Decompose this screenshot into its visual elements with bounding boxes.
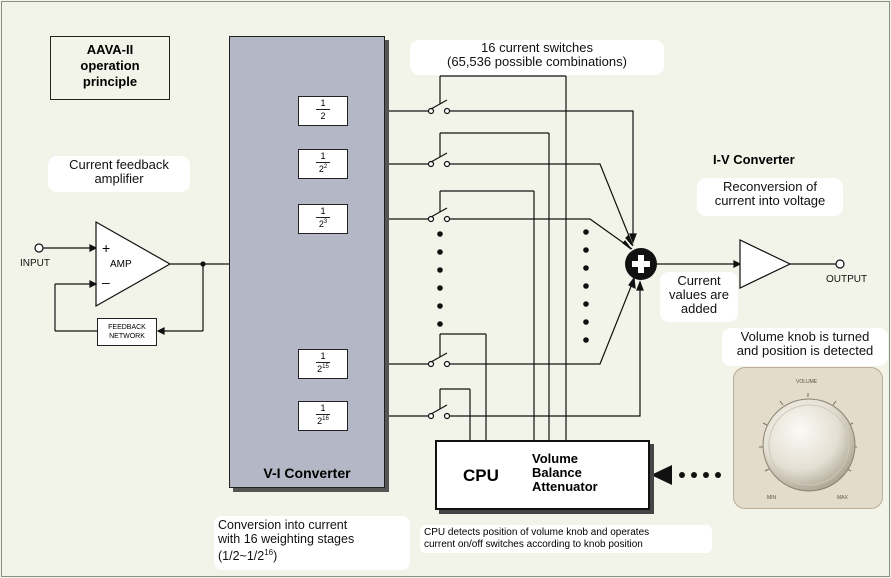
switches-line: (65,536 possible combinations) xyxy=(447,54,627,69)
iv-desc-line: current into voltage xyxy=(714,193,826,208)
cpu-note: CPU detects position of volume knob and … xyxy=(420,525,712,553)
knob-caption-line: and position is detected xyxy=(736,343,874,358)
knob-min-label: MIN xyxy=(767,495,777,501)
diagram-title: AAVA-II operation principle xyxy=(50,36,170,100)
knob-volume-label: VOLUME xyxy=(796,379,818,385)
fraction-denominator: 2 xyxy=(299,111,347,121)
cfa-line: Current feedback xyxy=(69,157,169,172)
fraction-numerator: 1 xyxy=(320,98,326,108)
cfa-caption: Current feedback amplifier xyxy=(48,156,190,192)
amp-label: AMP xyxy=(110,259,132,270)
title-line: AAVA-II xyxy=(86,42,134,57)
knob-caption: Volume knob is turned and position is de… xyxy=(722,328,888,366)
cpu-label: CPU xyxy=(463,466,499,485)
knob-caption-line: Volume knob is turned xyxy=(740,329,870,344)
fraction-base: 2 xyxy=(320,111,326,121)
cpu-function: Attenuator xyxy=(532,479,598,494)
fraction-base: 2 xyxy=(317,364,323,374)
added-line: added xyxy=(680,301,718,316)
cpu-note-line: current on/off switches according to kno… xyxy=(424,539,643,550)
fraction-exponent: 16 xyxy=(322,416,329,422)
iv-converter-description: Reconversion of current into voltage xyxy=(697,178,843,216)
current-added-caption: Current values are added xyxy=(660,272,738,322)
weight-stage-3: 1 23 xyxy=(298,204,348,234)
fraction-numerator: 1 xyxy=(320,351,326,361)
title-line: principle xyxy=(82,74,138,89)
conversion-range: (1/2~1/2 xyxy=(218,549,265,564)
output-label: OUTPUT xyxy=(826,274,868,285)
volume-knob-icon xyxy=(759,393,857,492)
vi-converter-label: V-I Converter xyxy=(263,465,351,481)
conversion-line: Conversion into current xyxy=(218,518,348,532)
volume-knob-photo: VOLUME MIN MAX xyxy=(733,367,883,509)
iv-converter-title: I-V Converter xyxy=(713,152,795,167)
fraction-base: 2 xyxy=(317,416,323,426)
cpu-function: Balance xyxy=(532,465,582,480)
knob-max-label: MAX xyxy=(837,495,848,501)
amp-plus: + xyxy=(102,240,111,256)
fraction-denominator: 22 xyxy=(299,164,347,174)
weight-stage-2: 1 22 xyxy=(298,149,348,179)
fraction-numerator: 1 xyxy=(320,403,326,413)
switches-caption: 16 current switches (65,536 possible com… xyxy=(410,40,664,75)
amp-minus: – xyxy=(102,274,110,290)
fraction-numerator: 1 xyxy=(320,206,326,216)
iv-desc-line: Reconversion of xyxy=(723,179,817,194)
conversion-exponent: 16 xyxy=(264,548,274,557)
conversion-line: with 16 weighting stages xyxy=(218,532,355,546)
fraction-exponent: 2 xyxy=(323,164,328,170)
weight-stage-16: 1 216 xyxy=(298,401,348,431)
fraction-denominator: 216 xyxy=(299,416,347,426)
fraction-base: 2 xyxy=(318,219,324,229)
fraction-exponent: 3 xyxy=(323,219,328,225)
cfa-line: amplifier xyxy=(94,171,144,186)
fraction-exponent: 15 xyxy=(322,364,329,370)
fraction-base: 2 xyxy=(318,164,324,174)
fraction-numerator: 1 xyxy=(320,151,326,161)
conversion-caption: Conversion into current with 16 weightin… xyxy=(214,516,410,570)
title-line: operation xyxy=(80,58,140,73)
conversion-close: ) xyxy=(273,549,278,564)
fraction-denominator: 215 xyxy=(299,364,347,374)
weight-stage-15: 1 215 xyxy=(298,349,348,379)
feedback-line: FEEDBACK xyxy=(108,324,146,331)
fraction-denominator: 23 xyxy=(299,219,347,229)
conversion-line: (1/2~1/216) xyxy=(218,546,406,563)
cpu-note-line: CPU detects position of volume knob and … xyxy=(424,527,650,538)
cpu-block xyxy=(435,440,650,510)
input-label: INPUT xyxy=(20,258,50,269)
switches-line: 16 current switches xyxy=(481,40,593,55)
added-line: values are xyxy=(669,287,729,302)
feedback-line: NETWORK xyxy=(109,333,145,340)
added-line: Current xyxy=(677,273,721,288)
feedback-network: FEEDBACK NETWORK xyxy=(97,318,157,346)
cpu-functions: Volume Balance Attenuator xyxy=(532,452,598,494)
cpu-function: Volume xyxy=(532,451,578,466)
